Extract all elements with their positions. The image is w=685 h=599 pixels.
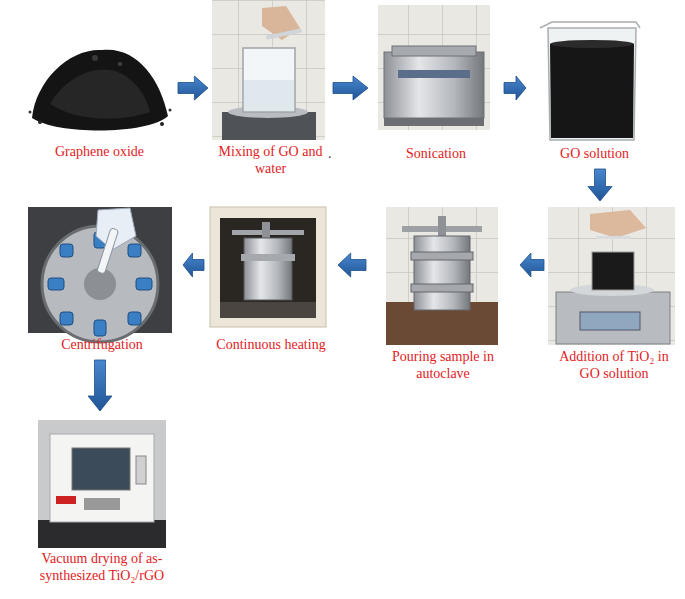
flow-arrow	[338, 253, 366, 277]
addition-photo-part	[592, 252, 634, 290]
photo-part	[48, 232, 152, 336]
go-solution-photo-part	[550, 44, 634, 138]
process-step: Addition of TiO₂ in GO solution	[548, 205, 680, 385]
process-step: GO solution	[530, 20, 659, 165]
oven-photo-part	[262, 222, 270, 238]
photo-part-part	[128, 312, 141, 325]
go-solution-photo-part	[550, 40, 634, 48]
step-caption: Addition of TiO₂ in GO solution	[550, 348, 678, 382]
autoclave-photo-part	[438, 216, 446, 238]
vacuum-oven-photo-part	[56, 496, 76, 504]
process-step: Centrifugation	[25, 205, 179, 356]
photo-part-part	[94, 320, 106, 336]
step-caption: Mixing of GO and water	[214, 143, 327, 177]
flow-arrow	[588, 169, 612, 201]
centrifuge-photo-part	[42, 226, 158, 342]
addition-photo-part	[596, 236, 630, 239]
go-solution-photo-part	[548, 28, 636, 140]
mixing-photo-part	[212, 0, 325, 140]
centrifuge-photo-part	[97, 228, 119, 274]
oven-photo-part	[220, 302, 316, 318]
oven-photo-part	[241, 254, 295, 261]
mixing-photo	[212, 0, 325, 140]
step-caption: Centrifugation	[27, 336, 177, 353]
autoclave-photo-part	[386, 207, 498, 345]
photo-part-part	[60, 312, 73, 325]
go-solution-photo	[540, 22, 640, 140]
sonication-photo-part	[398, 70, 470, 78]
oven-photo-part	[244, 238, 292, 300]
mixing-photo-part	[243, 48, 295, 112]
graphene-oxide-photo-part	[32, 50, 168, 131]
graphene-oxide-photo-part	[29, 111, 32, 114]
graphene-oxide-photo-part	[92, 55, 98, 61]
vacuum-oven-photo-part	[38, 520, 166, 548]
sonication-photo-part	[384, 52, 484, 118]
process-step: Sonication	[372, 5, 500, 165]
centrifuge-photo	[28, 207, 172, 342]
vacuum-oven-photo-part	[38, 420, 166, 548]
process-step: Pouring sample in autoclave	[370, 205, 516, 385]
photo-part-part	[128, 244, 141, 257]
mixing-photo-part	[244, 80, 294, 111]
addition-photo-part	[580, 312, 640, 330]
sonication-photo-part	[378, 5, 490, 130]
flow-arrow	[88, 360, 112, 411]
process-step: Mixing of GO and water	[212, 0, 329, 180]
graphene-oxide-photo-part	[118, 62, 122, 66]
sonication-photo-part	[384, 118, 484, 126]
step-caption: Continuous heating	[210, 336, 332, 353]
flow-arrow	[520, 253, 544, 277]
stray-mark: .	[328, 146, 332, 162]
process-step: Continuous heating	[208, 205, 334, 356]
graphene-oxide-photo-part	[160, 122, 164, 126]
graphene-oxide-photo-part	[50, 69, 150, 118]
autoclave-photo-part	[411, 252, 473, 260]
vacuum-oven-photo-part	[50, 434, 154, 522]
vacuum-oven-photo-part	[72, 448, 130, 490]
vacuum-oven-photo	[38, 420, 166, 548]
mixing-photo-part	[266, 28, 302, 39]
graphene-oxide-photo-part	[169, 109, 172, 112]
flow-arrow	[178, 76, 208, 100]
photo-part-part	[60, 244, 73, 257]
flow-arrow	[333, 76, 368, 100]
step-caption: Vacuum drying of as-synthesized TiO₂/rGO	[21, 550, 183, 584]
step-caption: Sonication	[374, 145, 498, 162]
photo-part-part	[136, 278, 152, 290]
go-solution-photo-part	[540, 22, 640, 28]
sonication-photo-part	[392, 46, 476, 56]
vacuum-oven-photo-part	[136, 456, 146, 484]
addition-photo-part	[548, 207, 675, 345]
addition-photo	[548, 207, 675, 345]
oven-photo	[210, 207, 326, 327]
autoclave-photo-part	[414, 236, 470, 310]
vacuum-oven-photo-part	[84, 498, 120, 510]
flow-arrow	[504, 76, 526, 100]
oven-photo-part	[210, 207, 326, 327]
step-caption: Pouring sample in autoclave	[373, 348, 513, 382]
process-step: Vacuum drying of as-synthesized TiO₂/rGO	[4, 415, 200, 587]
oven-photo-part	[220, 218, 316, 318]
step-caption: Graphene oxide	[27, 143, 172, 160]
addition-photo-part	[556, 292, 670, 344]
autoclave-photo-part	[411, 284, 473, 292]
photo-part-part	[48, 278, 64, 290]
graphene-oxide-photo	[29, 50, 172, 131]
sonication-photo	[378, 5, 490, 130]
addition-photo-part	[590, 210, 646, 238]
process-step: Graphene oxide	[25, 25, 174, 163]
graphene-oxide-photo-part	[38, 120, 42, 124]
autoclave-photo	[386, 207, 498, 345]
flow-arrow	[183, 253, 204, 277]
step-caption: GO solution	[532, 145, 657, 162]
